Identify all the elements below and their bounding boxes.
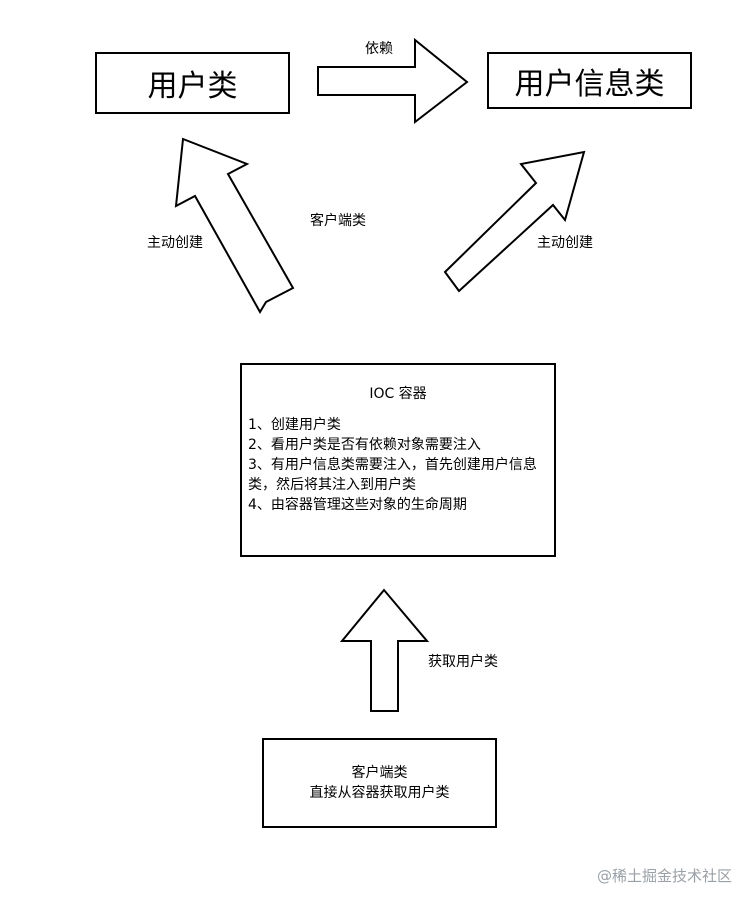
ioc-container-box: IOC 容器 1、创建用户类 2、看用户类是否有依赖对象需要注入 3、有用户信息… (240, 363, 556, 557)
user-class-label: 用户类 (147, 69, 238, 104)
depends-label: 依赖 (365, 41, 393, 57)
ioc-step: 1、创建用户类 (248, 417, 341, 433)
ioc-step: 2、看用户类是否有依赖对象需要注入 (248, 437, 481, 453)
get-user-class-arrow (339, 588, 430, 712)
ioc-title: IOC 容器 (369, 386, 427, 402)
client-class-annotation: 客户端类 (310, 213, 366, 229)
user-info-class-label: 用户信息类 (514, 66, 665, 102)
client-box-line2: 直接从容器获取用户类 (309, 785, 450, 801)
get-user-class-label: 获取用户类 (428, 654, 498, 670)
depends-arrow (317, 37, 469, 125)
client-box-line1: 客户端类 (351, 765, 408, 781)
create-user-info-arrow (443, 150, 586, 293)
ioc-step: 3、有用户信息类需要注入，首先创建用户信息类，然后将其注入到用户类 (248, 457, 537, 493)
create-left-label: 主动创建 (147, 235, 203, 251)
create-right-label: 主动创建 (537, 235, 593, 251)
user-class-box: 用户类 (95, 52, 290, 114)
create-user-class-arrow (174, 137, 295, 314)
watermark: @稀土掘金技术社区 (596, 867, 732, 885)
ioc-step: 4、由容器管理这些对象的生命周期 (248, 497, 467, 513)
ioc-steps-list: 1、创建用户类 2、看用户类是否有依赖对象需要注入 3、有用户信息类需要注入，首… (248, 415, 552, 515)
client-class-box: 客户端类 直接从容器获取用户类 (262, 738, 497, 828)
user-info-class-box: 用户信息类 (487, 52, 692, 109)
